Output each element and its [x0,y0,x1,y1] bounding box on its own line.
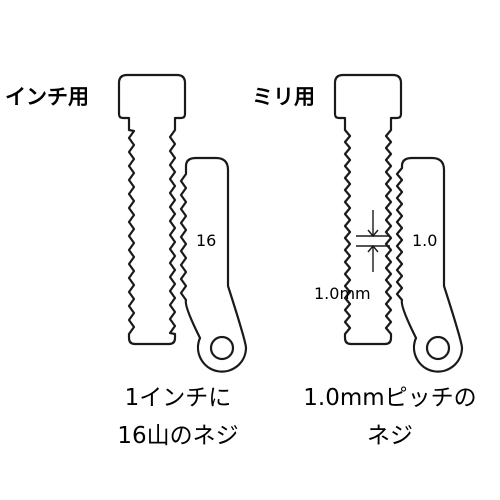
inch-bolt [117,73,187,346]
inch-caption-line1: 1インチに [125,385,232,411]
inch-pitch-label: 16 [196,231,216,250]
metric-pitch-label: 1.0 [412,231,437,250]
inch-caption-line2: 16山のネジ [117,423,238,449]
metric-heading: ミリ用 [252,85,315,109]
dimension-arrowhead-up [367,244,379,253]
metric-section: ミリ用 1.0 1.0mm 1.0mmピッチの ネジ [252,73,477,449]
metric-bolt [333,73,403,346]
metric-caption-line1: 1.0mmピッチの [303,385,476,411]
pitch-dimension-marker [356,210,390,272]
metric-caption-line2: ネジ [367,423,413,449]
inch-heading: インチ用 [5,85,89,109]
metric-pitch-gauge [395,156,464,373]
metric-gauge-hole [425,335,451,361]
inch-section: インチ用 16 1インチに 16山のネジ [5,73,248,449]
inch-pitch-gauge [179,156,248,373]
dimension-arrowhead-down [367,229,379,238]
inch-gauge-hole [209,335,235,361]
metric-dimension-label: 1.0mm [314,284,371,303]
